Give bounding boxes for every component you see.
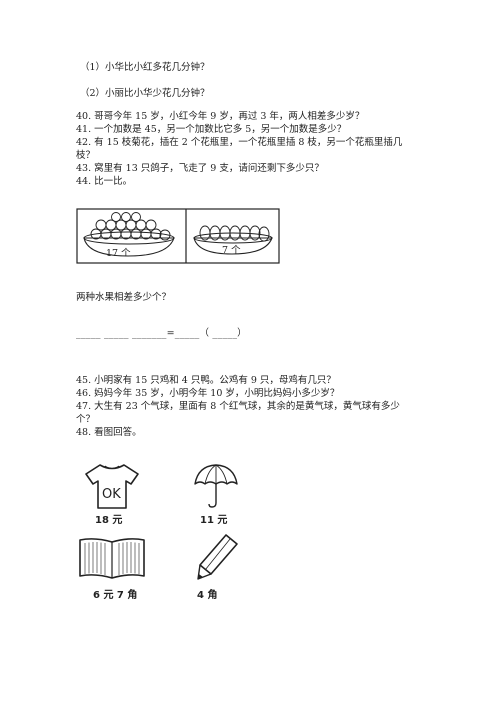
question-43: 43. 窝里有 13 只鸽子，飞走了 9 支，请问还剩下多少只？	[76, 163, 324, 174]
question-40: 40. 哥哥今年 15 岁，小红今年 9 岁，再过 3 年，两人相差多少岁？	[76, 111, 365, 122]
umbrella-price: 11 元	[200, 515, 228, 526]
tshirt-text: OK	[102, 487, 121, 502]
apple-count-label: 17 个	[106, 248, 131, 259]
pencil-icon	[197, 534, 238, 580]
question-42-line-2: 枝？	[76, 150, 96, 161]
sub-question-2: （2）小丽比小华少花几分钟？	[80, 88, 210, 99]
book-price: 6 元 7 角	[93, 590, 138, 601]
question-41: 41. 一个加数是 45，另一个加数比它多 5，另一个加数是多少？	[76, 124, 347, 135]
open-book-icon	[79, 538, 145, 579]
question-47-line-2: 个？	[76, 414, 96, 425]
fruit-comparison-figure: 17 个 7 个	[76, 208, 280, 264]
question-47: 47. 大生有 23 个气球，里面有 8 个红气球，其余的是黄气球，黄气球有多少	[76, 401, 400, 412]
question-44: 44. 比一比。	[76, 176, 133, 187]
egg-count-label: 7 个	[222, 245, 241, 256]
question-44-prompt: 两种水果相差多少个？	[76, 292, 172, 303]
question-48: 48. 看图回答。	[76, 427, 142, 438]
question-46: 46. 妈妈今年 35 岁，小明今年 10 岁，小明比妈妈小多少岁？	[76, 388, 340, 399]
figure-frame	[76, 208, 280, 264]
question-42-line-1: 42. 有 15 枝菊花，插在 2 个花瓶里，一个花瓶里插 8 枝，另一个花瓶里…	[76, 137, 403, 148]
question-45: 45. 小明家有 15 只鸡和 4 只鸭。公鸡有 9 只，母鸡有几只？	[76, 375, 336, 386]
answer-blank-line: _____ _____ _______=_____（ _____）	[76, 328, 247, 339]
tshirt-icon: OK	[85, 464, 139, 509]
egg-plate-icon	[193, 225, 273, 255]
apple-plate-icon	[83, 212, 175, 257]
sub-question-1: （1）小华比小红多花几分钟？	[80, 62, 210, 73]
tshirt-price: 18 元	[95, 515, 123, 526]
umbrella-icon	[194, 464, 238, 508]
pencil-price: 4 角	[197, 590, 218, 601]
